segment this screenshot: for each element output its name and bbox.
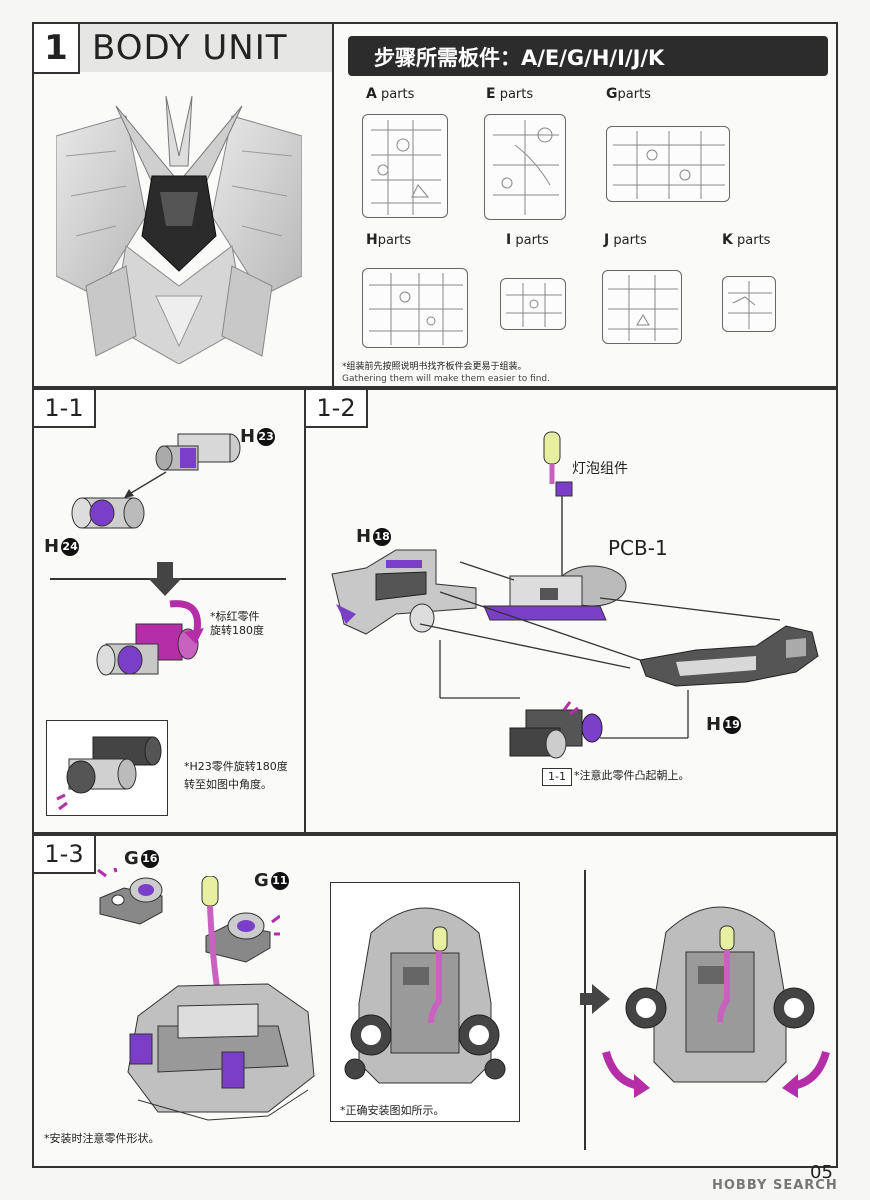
sprue-j <box>602 270 682 344</box>
robot-illustration <box>56 96 302 364</box>
hobbysearch-watermark: HOBBY SEARCH <box>712 1178 838 1193</box>
rotate-note: *标红零件旋转180度 <box>210 610 264 637</box>
parts-label-j: J parts <box>604 232 647 248</box>
substep-1-2-label: 1-2 <box>306 390 368 428</box>
ref-1-1-box: 1-1 <box>542 768 572 786</box>
sprue-h <box>362 268 468 348</box>
correct-note: *正确安装图如所示。 <box>340 1104 445 1117</box>
assembly-arrow <box>124 471 167 498</box>
parts-label-i: I parts <box>506 232 549 248</box>
part-h18-drawing <box>331 549 477 635</box>
rotated-part-drawing <box>96 623 199 676</box>
pcb-label: PCB-1 <box>608 536 668 560</box>
substep-1-1-label: 1-1 <box>34 390 96 428</box>
bulb-label: 灯泡组件 <box>572 461 628 477</box>
sprue-a <box>362 114 448 218</box>
step-title: BODY UNIT <box>92 28 288 68</box>
sprue-i <box>500 278 566 330</box>
correct-install-drawing <box>344 907 506 1084</box>
right-arrow-icon <box>580 984 610 1014</box>
gather-note-en: Gathering them will make them easier to … <box>342 374 551 384</box>
parts-label-g: Gparts <box>606 86 651 102</box>
sprue-k <box>722 276 776 332</box>
rotate-arrow-icon <box>169 600 204 644</box>
step-divider <box>332 22 334 388</box>
pcb-board-drawing <box>483 565 627 621</box>
substep-1-3-label: 1-3 <box>34 836 96 874</box>
part-g16-drawing <box>97 868 163 925</box>
ref-note: *注意此零件凸起朝上。 <box>574 769 690 782</box>
angle-detail-drawing <box>56 736 162 811</box>
bulb-assembly-drawing <box>543 431 573 497</box>
angle-note: *H23零件旋转180度转至如图中角度。 <box>184 760 288 791</box>
angle-detail-box <box>46 720 168 816</box>
sprue-g <box>606 126 730 202</box>
part-g11-drawing <box>205 912 280 963</box>
parts-label-a: A parts <box>366 86 415 102</box>
part-h24-drawing <box>71 497 145 529</box>
bulb-wire-line <box>561 496 563 580</box>
sub-1-1-placement-drawing <box>509 701 603 759</box>
parts-label-k: K parts <box>722 232 771 248</box>
shape-note: *安装时注意零件形状。 <box>44 1132 160 1145</box>
step-number: 1 <box>32 22 80 74</box>
part-h23-drawing <box>155 433 241 471</box>
page-number: 05 <box>810 1162 833 1183</box>
parts-label-e: E parts <box>486 86 534 102</box>
step-number-text: 1 <box>44 28 68 68</box>
parts-label-h: Hparts <box>366 232 412 248</box>
body-unit-assembly-drawing <box>127 876 315 1121</box>
sprue-e <box>484 114 566 220</box>
parts-banner <box>348 36 828 76</box>
down-arrow-icon <box>148 562 182 596</box>
rotated-install-drawing <box>602 906 830 1098</box>
correct-install-box <box>330 882 520 1122</box>
gather-note-cn: *组装前先按照说明书找齐板件会更易于组装。 <box>342 362 527 372</box>
parts-banner-text: 步骤所需板件：A/E/G/H/I/J/K <box>374 46 665 70</box>
step-title-bg <box>80 24 332 72</box>
vertical-divider-1-3 <box>584 870 586 1150</box>
part-h19-drawing <box>639 625 819 687</box>
assembly-guide-lines <box>419 561 781 739</box>
